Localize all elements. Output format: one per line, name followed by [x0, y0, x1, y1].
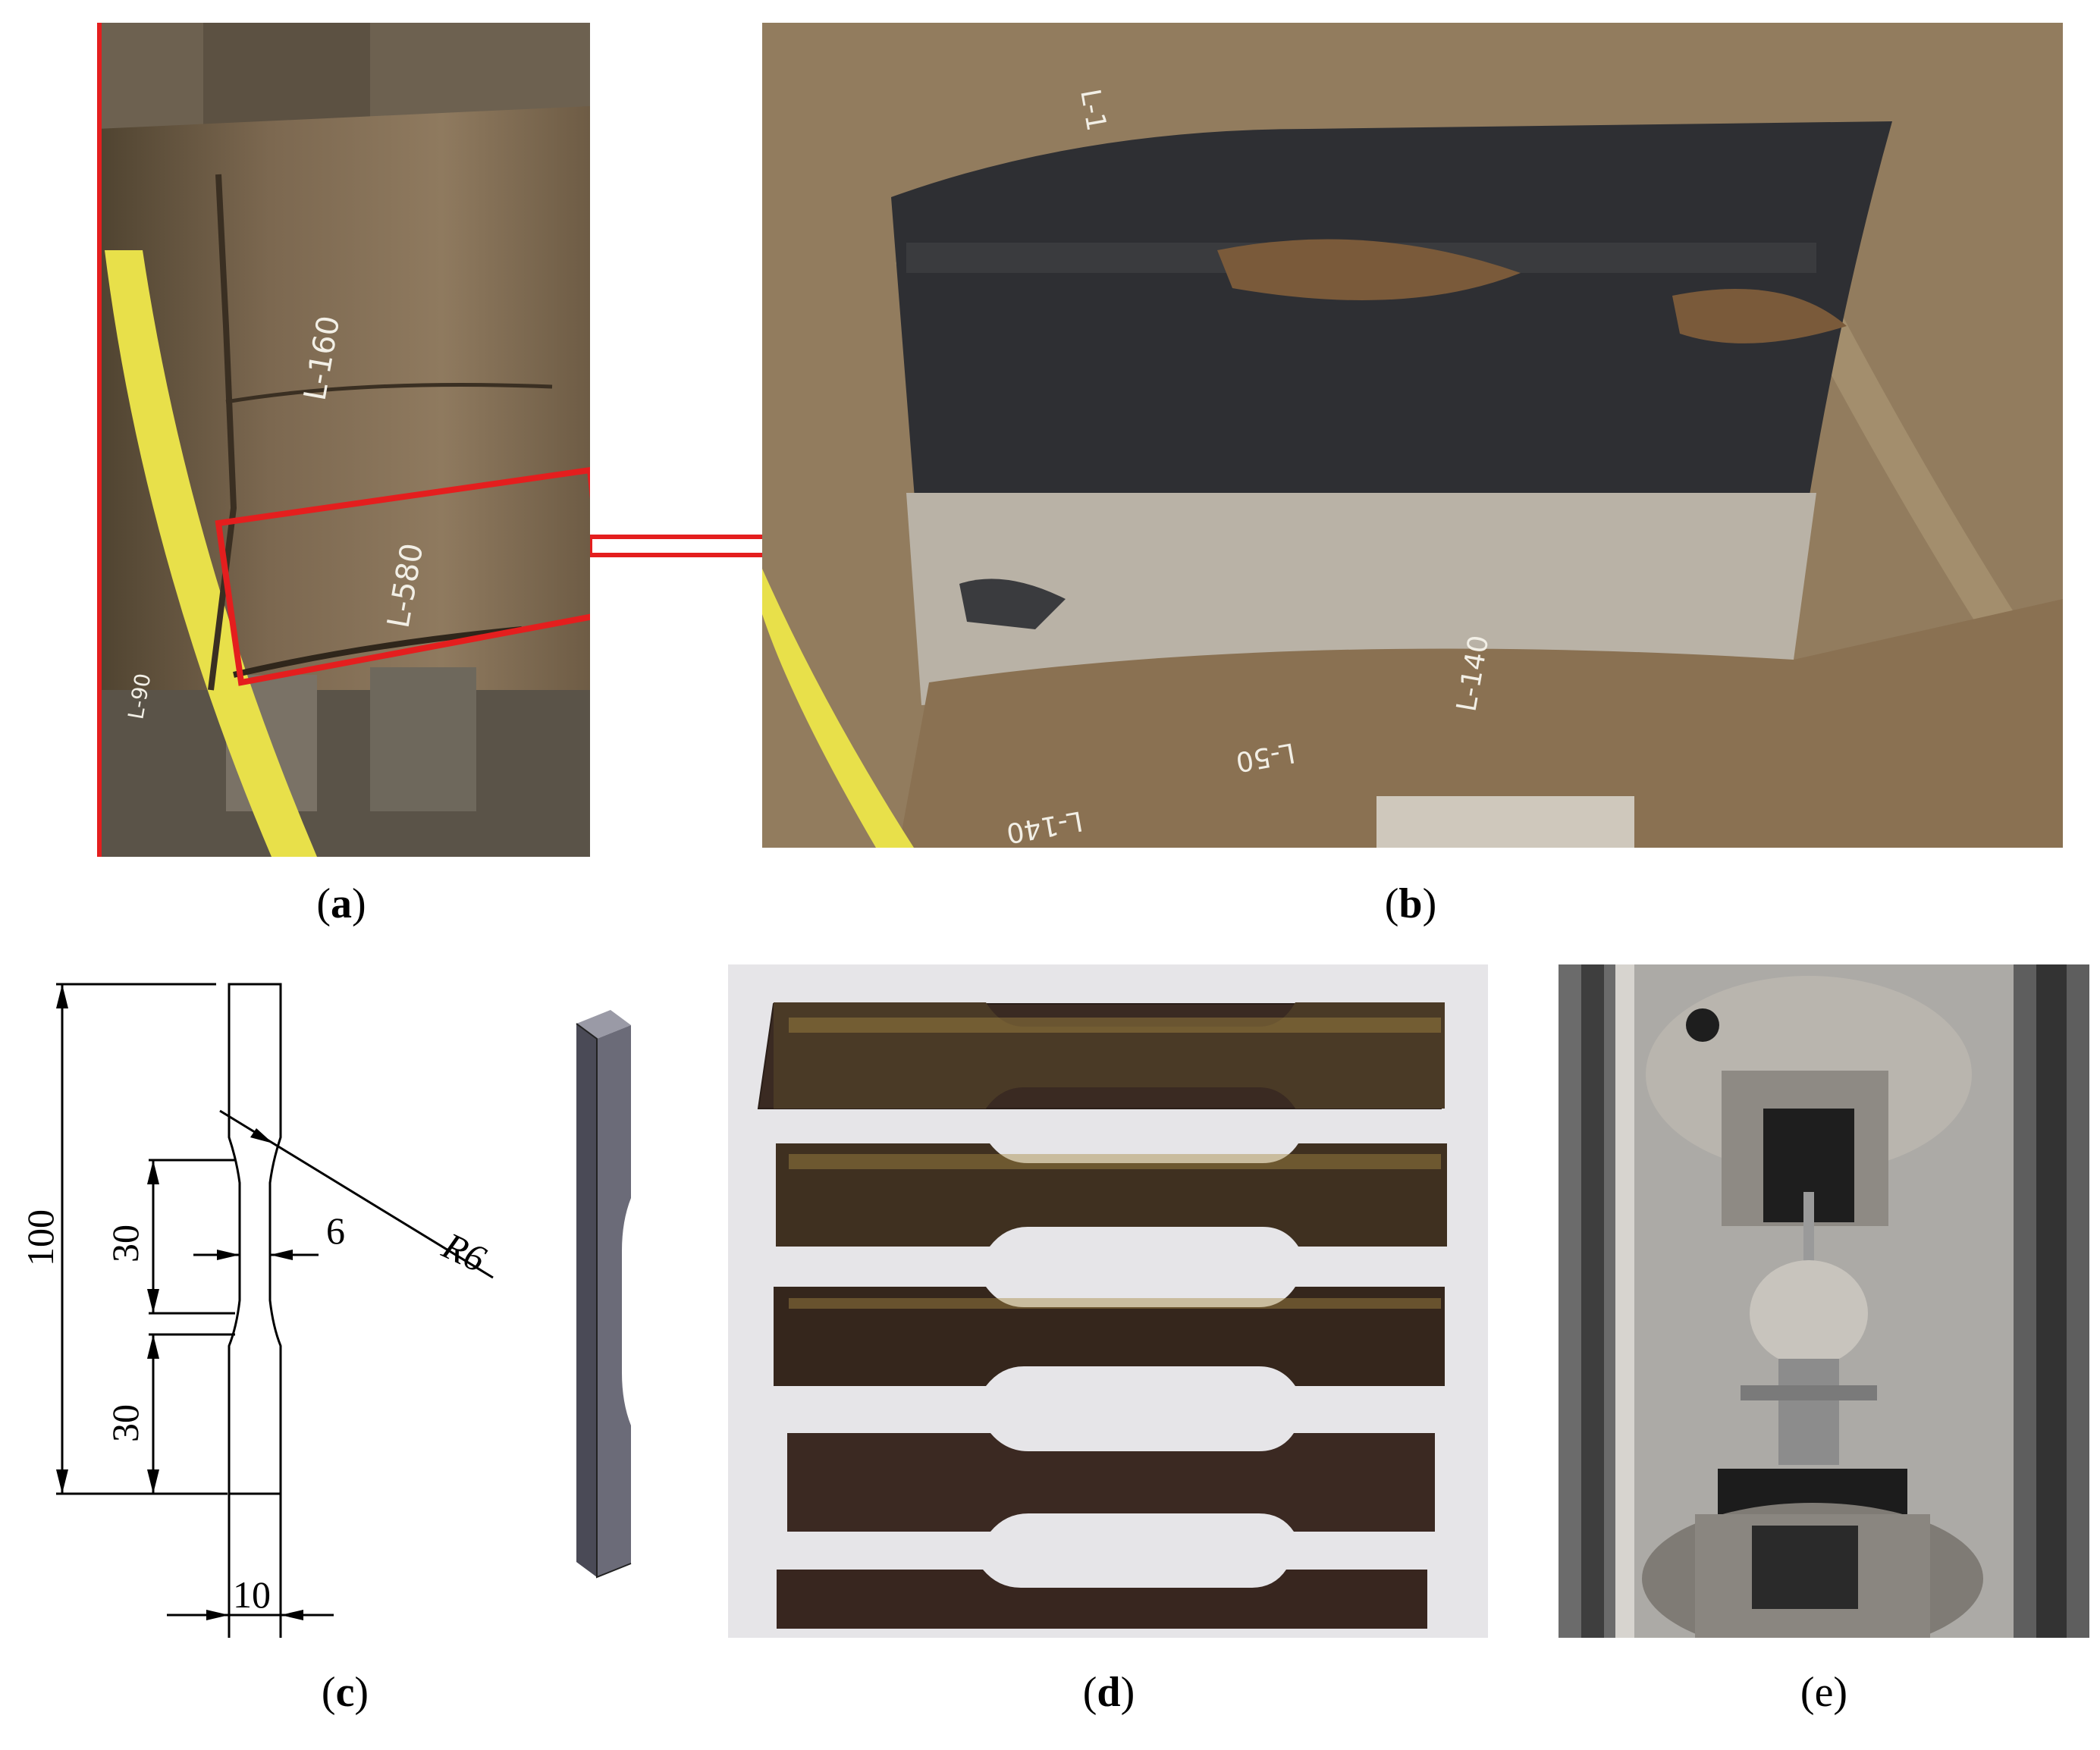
highlight-box — [215, 466, 590, 686]
caption-paren: ) — [1422, 880, 1437, 927]
caption-paren: ) — [354, 1669, 369, 1716]
caption-paren: ( — [1082, 1669, 1097, 1716]
specimen-strip — [777, 1570, 1427, 1629]
caption-e: (e) — [1771, 1668, 1877, 1717]
specimen-3d-model — [576, 1010, 632, 1579]
specimen-drawing: 100 30 30 6 R6 10 — [15, 963, 698, 1645]
photo-pipe-section: L-160 L-580 L-90 — [97, 23, 590, 857]
photo-corroded-opening: L-1 L-50 L-140 L-140 — [762, 23, 2063, 848]
caption-letter: e — [1814, 1669, 1834, 1716]
photo-machined-specimens — [728, 964, 1488, 1638]
caption-paren: ) — [1833, 1669, 1848, 1716]
caption-paren: ( — [1384, 880, 1399, 927]
caption-paren: ) — [352, 880, 366, 927]
caption-a: (a) — [288, 880, 394, 928]
specimen-strip — [774, 1002, 1445, 1109]
caption-letter: b — [1398, 880, 1423, 927]
pipe-marking: L-1 — [1074, 86, 1112, 133]
specimen-outline — [228, 983, 282, 1495]
caption-letter: d — [1097, 1669, 1121, 1716]
dim-grip-width: 10 — [233, 1573, 271, 1616]
caption-paren: ( — [1800, 1669, 1815, 1716]
caption-letter: c — [335, 1669, 355, 1716]
caption-letter: a — [331, 880, 352, 927]
dim-total-length: 100 — [19, 1209, 61, 1266]
caption-d: (d) — [1056, 1668, 1162, 1717]
specimen-strip — [774, 1287, 1445, 1386]
caption-paren: ( — [321, 1669, 336, 1716]
photo-tensile-test-machine — [1559, 964, 2089, 1638]
specimen-strip — [776, 1143, 1447, 1247]
dim-gauge-width: 6 — [326, 1209, 345, 1252]
dim-grip-length: 30 — [104, 1404, 146, 1442]
caption-c: (c) — [292, 1668, 398, 1717]
specimen-strip — [787, 1433, 1435, 1532]
caption-paren: ( — [316, 880, 331, 927]
dim-gauge-length: 30 — [104, 1225, 146, 1262]
caption-paren: ) — [1120, 1669, 1135, 1716]
caption-b: (b) — [1358, 880, 1464, 928]
